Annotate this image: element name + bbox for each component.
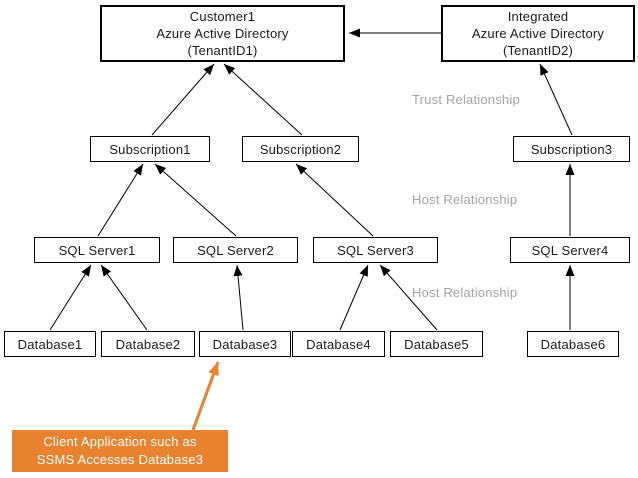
node-subscription3: Subscription3 bbox=[513, 136, 630, 162]
arrow-subscription1-to-customeraad bbox=[151, 63, 215, 136]
node-database1: Database1 bbox=[4, 331, 96, 357]
label-trust-relationship: Trust Relationship bbox=[412, 92, 520, 107]
arrow-sqlserver3-to-subscription2 bbox=[295, 163, 374, 237]
arrow-subscription2-to-customeraad bbox=[223, 63, 303, 136]
node-database4: Database4 bbox=[292, 331, 385, 357]
arrow-client-to-database3 bbox=[191, 361, 220, 431]
node-database5: Database5 bbox=[390, 331, 483, 357]
node-customer-azure-ad: Customer1 Azure Active Directory (Tenant… bbox=[100, 5, 345, 62]
label-host-relationship-lower: Host Relationship bbox=[412, 285, 518, 300]
node-label-line: Azure Active Directory bbox=[156, 26, 289, 41]
node-sql-server1: SQL Server1 bbox=[34, 237, 160, 263]
arrow-sqlserver2-to-subscription1 bbox=[154, 163, 237, 237]
client-application-callout: Client Application such as SSMS Accesses… bbox=[12, 430, 228, 472]
arrow-database3-to-sqlserver2 bbox=[233, 264, 244, 331]
node-label-line: Azure Active Directory bbox=[471, 26, 605, 41]
arrow-database4-to-sqlserver3 bbox=[339, 264, 369, 331]
node-label-line: Integrated bbox=[507, 9, 569, 24]
arrow-database2-to-sqlserver1 bbox=[100, 264, 148, 331]
node-integrated-azure-ad: Integrated Azure Active Directory (Tenan… bbox=[441, 5, 635, 62]
node-sql-server4: SQL Server4 bbox=[510, 237, 630, 263]
node-database2: Database2 bbox=[101, 331, 195, 357]
callout-label-line: Client Application such as bbox=[43, 434, 197, 449]
node-subscription2: Subscription2 bbox=[242, 136, 359, 162]
callout-label-line: SSMS Accesses Database3 bbox=[36, 452, 204, 467]
node-label-line: (TenantID1) bbox=[187, 43, 258, 58]
arrow-sqlserver1-to-subscription1 bbox=[97, 163, 144, 237]
label-host-relationship-upper: Host Relationship bbox=[412, 192, 518, 207]
node-subscription1: Subscription1 bbox=[90, 136, 210, 162]
node-sql-server2: SQL Server2 bbox=[173, 237, 298, 263]
node-label-line: Customer1 bbox=[189, 9, 256, 24]
node-database6: Database6 bbox=[527, 331, 619, 357]
node-label-line: (TenantID2) bbox=[502, 43, 574, 58]
node-database3: Database3 bbox=[199, 331, 291, 357]
arrow-subscription3-to-integratedaad bbox=[539, 63, 573, 136]
node-sql-server3: SQL Server3 bbox=[313, 237, 438, 263]
arrow-database1-to-sqlserver1 bbox=[49, 264, 92, 331]
